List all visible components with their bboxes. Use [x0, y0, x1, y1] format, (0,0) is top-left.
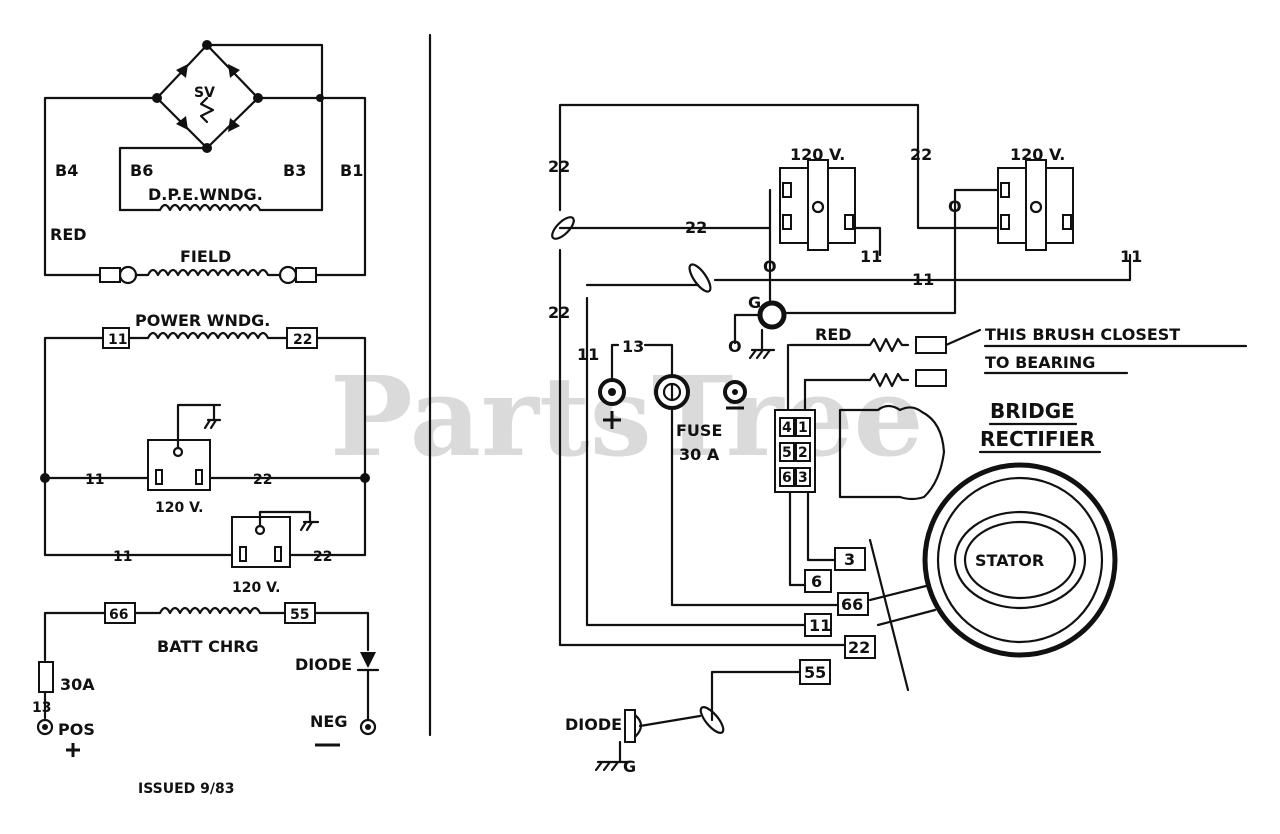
bridge-label-2: RECTIFIER	[980, 427, 1095, 451]
field-label: FIELD	[180, 247, 231, 266]
diode-component	[594, 709, 702, 772]
voltage-label-b: 120 V.	[232, 580, 280, 596]
tag-55: 55	[804, 663, 826, 682]
dpe-winding-label: D.P.E.WNDG.	[148, 185, 263, 204]
negative-post	[723, 380, 747, 410]
wire-22-a: 22	[253, 472, 272, 488]
batt-chrg-label: BATT CHRG	[157, 637, 259, 656]
b1-label: B1	[340, 161, 363, 180]
pin-3: 3	[798, 470, 808, 486]
fuse-amp-label: 30 A	[679, 445, 720, 464]
g-label-2: G	[623, 757, 636, 776]
pin-6: 6	[782, 470, 792, 486]
receptacle-120v-1	[779, 159, 856, 251]
brush-note-line1: THIS BRUSH CLOSEST	[985, 325, 1180, 344]
wire-22-c: 22	[685, 218, 707, 237]
brush-1	[863, 328, 982, 354]
wire-11-c: 11	[912, 270, 934, 289]
red-label: RED	[50, 225, 87, 244]
wire-11-a: 11	[577, 345, 599, 364]
fuse-30a-label: 30A	[60, 675, 95, 694]
wire-22-b: 22	[313, 549, 332, 565]
terminal-22: 22	[293, 332, 312, 348]
ground-terminal	[748, 300, 787, 360]
fuse-holder	[654, 374, 690, 410]
wire-11-a: 11	[85, 472, 104, 488]
neg-label: NEG	[310, 712, 347, 731]
pos-label: POS	[58, 720, 95, 739]
inline-connector-diode	[699, 706, 725, 734]
tag-22: 22	[848, 638, 870, 657]
b3-label: B3	[283, 161, 306, 180]
dpe-winding-coil	[118, 203, 324, 212]
watermark: PartsTree	[330, 352, 924, 481]
terminal-55: 55	[290, 607, 309, 623]
inline-connector-11	[688, 263, 712, 293]
issued-date: ISSUED 9/83	[138, 781, 235, 797]
battery-charge-winding	[36, 602, 380, 757]
terminal-11: 11	[108, 332, 127, 348]
inline-connector-22	[551, 216, 575, 240]
diode-label: DIODE	[295, 655, 352, 674]
wire-22-b: 22	[548, 303, 570, 322]
tag-66: 66	[841, 595, 863, 614]
voltage-label-a: 120 V.	[155, 500, 203, 516]
brush-note-line2: TO BEARING	[985, 353, 1095, 372]
o-label-3: O	[728, 337, 742, 356]
power-winding-label: POWER WNDG.	[135, 311, 270, 330]
pin-4: 4	[782, 420, 792, 436]
receptacle-120v-2	[997, 159, 1074, 251]
wire-13-label: 13	[32, 700, 51, 716]
tag-3: 3	[844, 550, 855, 569]
stator	[868, 462, 1118, 692]
bridge-rectifier-schematic: SV	[43, 40, 367, 277]
red-wire-label: RED	[815, 325, 852, 344]
brush-2	[863, 369, 947, 388]
terminal-66: 66	[109, 607, 128, 623]
bridge-rectifier-body	[838, 404, 946, 501]
harness-wiring	[558, 103, 1132, 722]
stator-label: STATOR	[975, 551, 1044, 570]
sv-label: SV	[194, 85, 215, 101]
voltage-label-2: 120 V.	[1010, 145, 1065, 164]
outlet-120v-a	[147, 403, 222, 491]
pin-2: 2	[798, 445, 808, 461]
field-coil	[43, 265, 367, 285]
b4-label: B4	[55, 161, 78, 180]
pin-5: 5	[782, 445, 792, 461]
wire-11-b: 11	[860, 247, 882, 266]
wire-13-label: 13	[622, 337, 644, 356]
g-label: G	[748, 293, 761, 312]
b6-label: B6	[130, 161, 153, 180]
wire-11-b: 11	[113, 549, 132, 565]
tag-6: 6	[811, 572, 822, 591]
tag-11: 11	[809, 616, 831, 635]
bridge-label-1: BRIDGE	[990, 399, 1075, 423]
voltage-label-1: 120 V.	[790, 145, 845, 164]
fuse-label: FUSE	[676, 421, 722, 440]
bridge-rectifier-terminals	[774, 409, 816, 493]
o-label-1: O	[763, 257, 777, 276]
wire-22-top: 22	[910, 145, 932, 164]
outlet-120v-b	[231, 510, 320, 568]
pin-1: 1	[798, 420, 808, 436]
o-label-2: O	[948, 197, 962, 216]
diode-label: DIODE	[565, 715, 622, 734]
wire-22-a: 22	[548, 157, 570, 176]
wire-11-d: 11	[1120, 247, 1142, 266]
